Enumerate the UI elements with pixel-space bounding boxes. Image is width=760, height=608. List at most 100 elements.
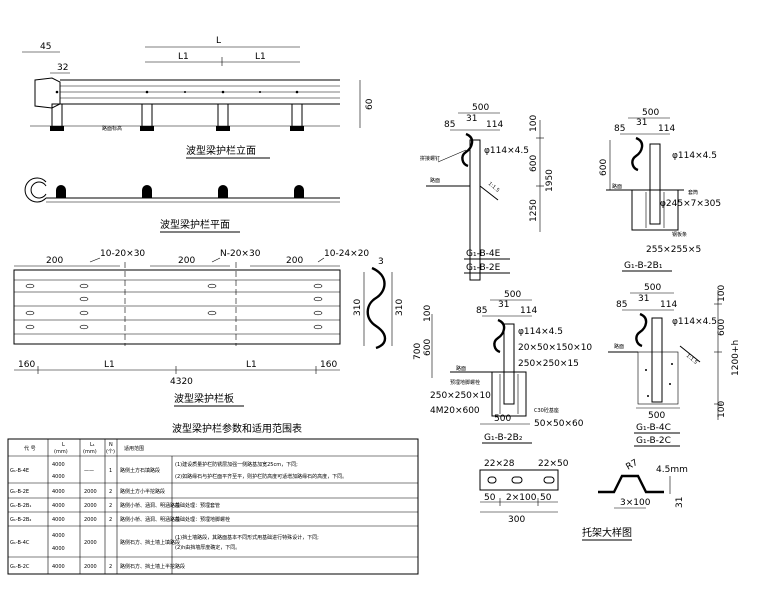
svg-text:1200+h: 1200+h bbox=[731, 340, 741, 376]
svg-text:4000: 4000 bbox=[52, 517, 65, 523]
svg-text:2000: 2000 bbox=[84, 540, 97, 546]
svg-text:2000: 2000 bbox=[84, 517, 97, 523]
svg-text:C30砼基座: C30砼基座 bbox=[534, 407, 559, 414]
svg-text:85: 85 bbox=[616, 300, 627, 310]
svg-text:2000: 2000 bbox=[84, 503, 97, 509]
svg-text:路侧土方小半挖路段: 路侧土方小半挖路段 bbox=[120, 488, 165, 495]
svg-text:φ114×4.5: φ114×4.5 bbox=[672, 151, 717, 161]
svg-text:114: 114 bbox=[486, 120, 503, 130]
svg-text:50×50×60: 50×50×60 bbox=[534, 419, 584, 429]
svg-text:4000: 4000 bbox=[52, 533, 65, 539]
svg-text:1250: 1250 bbox=[529, 199, 539, 222]
svg-text:114: 114 bbox=[660, 300, 677, 310]
svg-text:250×250×10: 250×250×10 bbox=[430, 391, 491, 401]
svg-text:22×28: 22×28 bbox=[484, 459, 515, 469]
svg-text:G₁-B-4E: G₁-B-4E bbox=[10, 468, 29, 474]
svg-text:4000: 4000 bbox=[52, 546, 65, 552]
svg-text:114: 114 bbox=[658, 124, 675, 134]
svg-text:600: 600 bbox=[529, 155, 539, 172]
svg-text:路面: 路面 bbox=[614, 343, 624, 350]
svg-text:300: 300 bbox=[508, 515, 525, 525]
svg-text:500: 500 bbox=[644, 283, 661, 293]
svg-text:4000: 4000 bbox=[52, 503, 65, 509]
plan-title: 波型梁护栏平面 bbox=[160, 218, 230, 231]
board-slots bbox=[25, 283, 323, 330]
elevation-posts bbox=[50, 90, 304, 131]
svg-text:2: 2 bbox=[109, 564, 112, 570]
dim-L1-a: L1 bbox=[178, 52, 189, 62]
svg-text:4000: 4000 bbox=[52, 564, 65, 570]
svg-text:4000: 4000 bbox=[52, 474, 65, 480]
svg-text:4000: 4000 bbox=[52, 462, 65, 468]
board-dim-200-c: 200 bbox=[286, 256, 303, 266]
board-dim-200-a: 200 bbox=[46, 256, 63, 266]
svg-text:G₁-B-2B₂: G₁-B-2B₂ bbox=[10, 517, 31, 523]
hole-note-2: N-20×30 bbox=[220, 249, 261, 259]
code-4c: G₁-B-4C bbox=[636, 423, 671, 433]
plan-view: 波型梁护栏平面 bbox=[24, 177, 340, 233]
svg-text:250×250×15: 250×250×15 bbox=[518, 359, 579, 369]
svg-text:路面: 路面 bbox=[456, 365, 466, 372]
svg-text:路侧石方、挡土墙上半挖路段: 路侧石方、挡土墙上半挖路段 bbox=[120, 563, 185, 570]
svg-text:基础处理：预埋地脚螺栓: 基础处理：预埋地脚螺栓 bbox=[175, 516, 230, 523]
svg-text:路侧石方、挡土墙上填路段: 路侧石方、挡土墙上填路段 bbox=[120, 539, 180, 546]
svg-text:路侧土方石填路段: 路侧土方石填路段 bbox=[120, 467, 160, 474]
table-row: G₁-B-2E 4000 2000 2 路侧土方小半挖路段 bbox=[10, 488, 165, 495]
th-code: 代 号 bbox=[24, 445, 36, 452]
svg-text:R7: R7 bbox=[625, 458, 640, 473]
detail-4c: 500 85 31 114 φ114×4.5 路面 1:1.5 100 600 … bbox=[608, 283, 741, 447]
dim-L1-b: L1 bbox=[255, 52, 266, 62]
svg-text:85: 85 bbox=[614, 124, 625, 134]
board-title: 波型梁护栏板 bbox=[174, 392, 234, 405]
svg-text:255×255×5: 255×255×5 bbox=[646, 245, 701, 255]
svg-text:(1)挡土墙路段，其路面基本不同形式用基础进行特殊设计，下同: (1)挡土墙路段，其路面基本不同形式用基础进行特殊设计，下同; bbox=[175, 534, 319, 541]
table-title: 波型梁护栏参数和适用范围表 bbox=[172, 422, 302, 435]
svg-text:(2)如路缘石与护栏面平齐至平，则护栏防高度可适增加路缘石的: (2)如路缘石与护栏面平齐至平，则护栏防高度可适增加路缘石的高度，下同。 bbox=[175, 473, 347, 480]
svg-text:85: 85 bbox=[444, 120, 455, 130]
svg-text:φ114×4.5: φ114×4.5 bbox=[518, 327, 563, 337]
board-dim-310-a: 310 bbox=[353, 299, 363, 316]
table-row: G₁-B-2B₂ 4000 2000 2 路侧小桥、涵洞、明涵路段 基础处理：预… bbox=[10, 516, 230, 523]
svg-text:3×100: 3×100 bbox=[620, 498, 651, 508]
elevation-view: 45 32 L L1 L1 bbox=[22, 36, 375, 159]
th-N-unit: (个) bbox=[106, 449, 115, 455]
dim-L: L bbox=[216, 36, 221, 46]
svg-text:100: 100 bbox=[717, 401, 727, 418]
table-row: G₁-B-2C 4000 2000 2 路侧石方、挡土墙上半挖路段 bbox=[10, 563, 185, 570]
svg-text:114: 114 bbox=[520, 306, 537, 316]
dim-32: 32 bbox=[57, 63, 68, 73]
dim-45: 45 bbox=[40, 42, 51, 52]
svg-text:500: 500 bbox=[472, 103, 489, 113]
board-dim-160-b: 160 bbox=[320, 360, 337, 370]
svg-text:1: 1 bbox=[109, 468, 112, 474]
board-dim-160-a: 160 bbox=[18, 360, 35, 370]
svg-text:1:1.5: 1:1.5 bbox=[685, 353, 699, 366]
svg-text:基础处理：预埋套管: 基础处理：预埋套管 bbox=[175, 502, 220, 509]
svg-text:31: 31 bbox=[636, 118, 647, 128]
svg-text:路面: 路面 bbox=[430, 177, 440, 184]
table-row: G₁-B-2B₁ 4000 2000 2 路侧小桥、涵洞、明涵路段 基础处理：预… bbox=[10, 502, 220, 509]
th-L1-unit: (mm) bbox=[83, 449, 97, 455]
code-2c: G₁-B-2C bbox=[636, 436, 671, 446]
board-dim-310-b: 310 bbox=[395, 299, 405, 316]
svg-text:(2)h由挡墙厚度确定，下同。: (2)h由挡墙厚度确定，下同。 bbox=[175, 544, 240, 551]
svg-text:1:1.5: 1:1.5 bbox=[487, 181, 501, 194]
svg-text:套筒: 套筒 bbox=[688, 189, 698, 196]
svg-text:2×100: 2×100 bbox=[506, 493, 537, 503]
svg-text:31: 31 bbox=[675, 497, 685, 508]
svg-text:2: 2 bbox=[109, 489, 112, 495]
board-dim-3: 3 bbox=[378, 257, 384, 267]
board-dim-L1-a: L1 bbox=[104, 360, 115, 370]
svg-text:31: 31 bbox=[498, 300, 509, 310]
svg-text:拼接螺钉: 拼接螺钉 bbox=[420, 155, 440, 162]
svg-text:G₁-B-2B₁: G₁-B-2B₁ bbox=[10, 503, 31, 509]
table-row: G₁-B-4C 4000 4000 2000 路侧石方、挡土墙上填路段 (1)挡… bbox=[10, 533, 319, 552]
svg-text:φ114×4.5: φ114×4.5 bbox=[672, 317, 717, 327]
detail-2b2: 500 85 31 114 φ114×4.5 20×50×150×10 250×… bbox=[413, 290, 592, 444]
svg-text:85: 85 bbox=[476, 306, 487, 316]
svg-text:100: 100 bbox=[529, 115, 539, 132]
svg-text:50: 50 bbox=[484, 493, 496, 503]
table-row: G₁-B-4E 4000 4000 —— 1 路侧土方石填路段 (1)建设质量护… bbox=[10, 461, 347, 480]
board-view: 200 200 200 10-20×30 N-20×30 10-24×20 bbox=[13, 249, 405, 407]
